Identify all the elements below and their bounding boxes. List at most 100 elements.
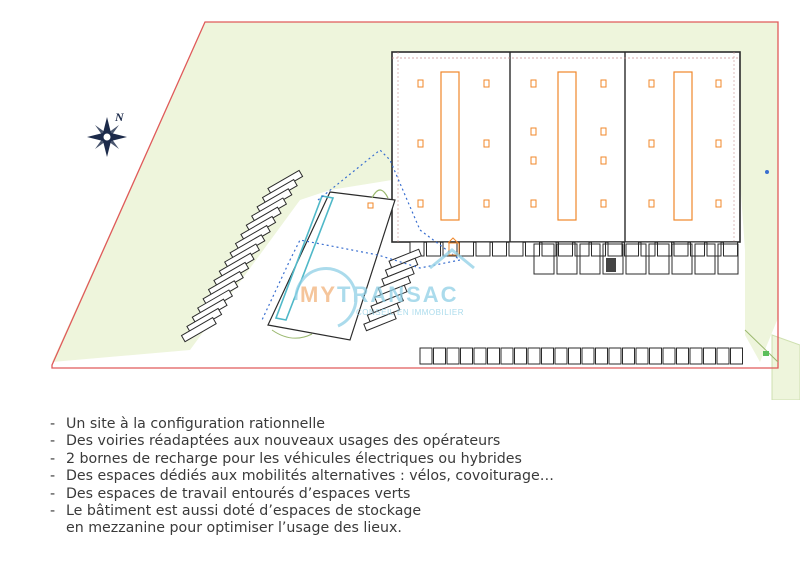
feature-item: -Le bâtiment est aussi doté d’espaces de…: [50, 503, 422, 520]
column-marker: [483, 79, 490, 88]
loading-dock: [508, 241, 524, 257]
parking-space: [703, 347, 716, 365]
parking-space: [527, 347, 541, 365]
truck-bay: [556, 243, 578, 275]
parking-space: [595, 347, 608, 365]
parking-space: [676, 347, 689, 365]
parking-space: [581, 347, 595, 365]
parking-space: [568, 347, 581, 365]
loading-dock: [426, 241, 441, 257]
parking-space: [473, 347, 487, 365]
column-marker: [483, 199, 490, 208]
watermark-tagline: CONSEIL EN IMMOBILIER: [356, 308, 464, 317]
column-marker: [715, 79, 722, 88]
feature-item-continuation: en mezzanine pour optimiser l’usage des …: [66, 520, 402, 537]
loading-dock: [690, 241, 705, 257]
parking-space: [622, 347, 635, 365]
parking-space: [554, 347, 568, 365]
feature-item: -Des voiries réadaptées aux nouveaux usa…: [50, 433, 501, 450]
parking-space: [730, 347, 743, 365]
parking-space: [514, 347, 527, 365]
loading-docks: [409, 241, 739, 275]
column-marker: [600, 199, 607, 208]
loading-dock: [673, 241, 689, 257]
column-marker: [648, 79, 655, 88]
parking-row-bottom: [419, 347, 743, 365]
column-marker: [530, 199, 537, 208]
loading-dock: [640, 241, 656, 257]
column-marker: [483, 139, 490, 148]
diagonal-parking-office: [363, 248, 422, 332]
parking-space: [608, 347, 622, 365]
office-block: [267, 189, 396, 341]
diagonal-parking: [180, 169, 304, 343]
column-marker: [417, 139, 424, 148]
parking-space: [716, 347, 730, 365]
storage-rack: [673, 71, 693, 221]
column-marker: [417, 199, 424, 208]
loading-dock: [525, 241, 540, 257]
column-marker: [648, 139, 655, 148]
feature-item: -Des espaces de travail entourés d’espac…: [50, 485, 411, 502]
loading-dock: [574, 241, 590, 257]
loading-dock: [591, 241, 606, 257]
column-marker: [715, 199, 722, 208]
column-marker: [530, 79, 537, 88]
parking-space: [460, 347, 473, 365]
parking-space: [500, 347, 514, 365]
loading-dock: [459, 241, 474, 257]
warehouse-building: [391, 51, 741, 243]
truck-bay: [694, 243, 716, 275]
loading-dock: [492, 241, 507, 257]
loading-dock: [607, 241, 623, 257]
column-marker: [600, 127, 607, 136]
pedestrian-path: [261, 149, 462, 321]
compass-north-label: N: [114, 110, 125, 124]
parking-space: [649, 347, 662, 365]
watermark: MYTRANSAC CONSEIL EN IMMOBILIER: [294, 248, 475, 328]
boundary-detail: [744, 329, 779, 363]
truck-bay: [579, 243, 601, 275]
feature-item: -Un site à la configuration rationnelle: [50, 416, 326, 432]
loading-dock: [624, 241, 639, 257]
column-marker: [417, 79, 424, 88]
feature-list: -Un site à la configuration rationnelle …: [50, 416, 790, 538]
truck-bay: [625, 243, 647, 275]
compass-rose-icon: N: [87, 110, 127, 157]
column-marker: [715, 139, 722, 148]
truck-bay: [671, 243, 693, 275]
parking-space: [541, 347, 554, 365]
storage-rack: [440, 71, 460, 221]
parking-space: [446, 347, 460, 365]
loading-dock: [558, 241, 573, 257]
parking-space: [635, 347, 649, 365]
truck-bay: [602, 243, 624, 275]
column-marker: [600, 79, 607, 88]
parking-space-diagonal: [363, 311, 397, 332]
parking-space: [662, 347, 676, 365]
truck-bay: [533, 243, 555, 275]
site-boundary: [51, 21, 779, 369]
charging-station-icon: [763, 351, 769, 356]
warehouse-bays: [417, 71, 722, 221]
column-marker: [530, 156, 537, 165]
truck-bay: [717, 243, 739, 275]
parking-space-diagonal: [180, 316, 217, 343]
truck-bay-occupied: [606, 258, 616, 272]
loading-dock: [541, 241, 557, 257]
parking-space: [433, 347, 446, 365]
feature-item: -2 bornes de recharge pour les véhicules…: [50, 450, 522, 467]
column-marker: [600, 156, 607, 165]
parking-space: [689, 347, 703, 365]
bike-shelter-icon: [447, 237, 460, 256]
site-plan: N MYTRANSAC CONSEIL E: [51, 21, 800, 400]
column-marker: [530, 127, 537, 136]
parking-space: [487, 347, 500, 365]
storage-rack: [557, 71, 577, 221]
parking-space: [419, 347, 433, 365]
green-space-right-strip: [771, 334, 800, 400]
truck-bay: [648, 243, 670, 275]
loading-dock: [475, 241, 491, 257]
column-marker: [648, 199, 655, 208]
watermark-brand: MYTRANSAC: [300, 282, 459, 307]
